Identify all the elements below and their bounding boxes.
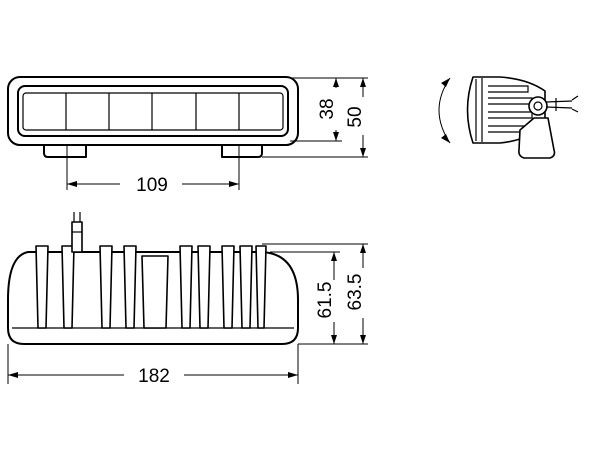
tilt-arc (438, 77, 451, 144)
dimension-109: 109 (67, 175, 239, 196)
dimension-63-5: 63.5 (345, 244, 366, 344)
lens-window (22, 92, 284, 131)
top-view (7, 212, 368, 384)
dimension-61-5: 61.5 (315, 252, 337, 344)
dimension-50: 50 (345, 78, 366, 157)
mount-foot-left (43, 145, 87, 158)
dimension-label-182: 182 (138, 366, 170, 387)
top-view-extension-lines (7, 243, 368, 384)
top-housing (7, 251, 299, 345)
dimension-label-109: 109 (136, 175, 168, 196)
tilt-arrow-bottom (441, 134, 450, 143)
dimension-label-61-5: 61.5 (315, 282, 336, 319)
led-segment-dividers (65, 93, 240, 130)
dimension-label-38: 38 (317, 98, 338, 119)
side-bracket (518, 117, 556, 159)
dimension-182: 182 (8, 366, 298, 387)
cable-gland (71, 212, 83, 253)
mount-foot-right (221, 145, 263, 158)
cable-wires (545, 95, 579, 113)
front-view (7, 76, 368, 190)
dimension-label-50: 50 (345, 106, 366, 127)
front-housing-inner (17, 85, 289, 137)
pivot-bolt (528, 96, 548, 116)
dimension-label-63-5: 63.5 (345, 274, 366, 311)
tilt-arrow-top (441, 78, 450, 87)
front-housing-outer (7, 76, 299, 146)
side-view (438, 76, 579, 159)
cooling-fins (35, 245, 267, 329)
dimension-38: 38 (317, 78, 339, 141)
